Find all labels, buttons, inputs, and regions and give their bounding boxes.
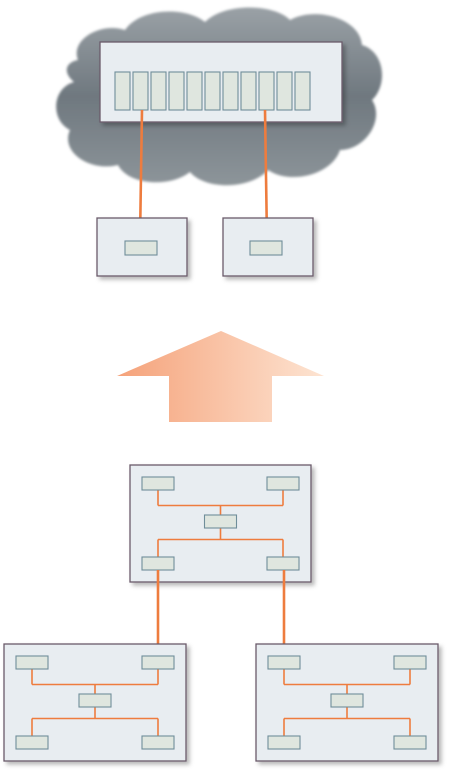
leaf-left-port <box>124 240 158 256</box>
top-switch <box>99 41 343 123</box>
tree-port <box>141 476 175 491</box>
leaf-right-port <box>249 240 283 256</box>
tree-port <box>78 693 112 708</box>
lower-left-tree-box <box>3 643 187 762</box>
top-switch-port <box>150 71 167 111</box>
top-switch-port <box>258 71 275 111</box>
up-arrow-icon <box>117 331 324 422</box>
tree-port <box>141 735 175 750</box>
top-switch-port <box>222 71 239 111</box>
tree-port <box>330 693 364 708</box>
tree-port <box>15 655 49 670</box>
top-switch-port <box>240 71 257 111</box>
tree-port <box>267 735 301 750</box>
top-switch-port <box>186 71 203 111</box>
top-switch-port <box>114 71 131 111</box>
top-switch-port <box>132 71 149 111</box>
top-switch-port <box>294 71 311 111</box>
leaf-box-left <box>96 217 188 277</box>
tree-port <box>266 476 300 491</box>
tree-port <box>141 655 175 670</box>
top-switch-ports <box>114 71 311 111</box>
tree-port <box>203 514 238 529</box>
top-switch-port <box>276 71 293 111</box>
tree-port <box>15 735 49 750</box>
leaf-box-right <box>222 217 314 277</box>
lower-right-tree-box <box>255 643 439 762</box>
tree-port <box>393 655 427 670</box>
top-switch-port <box>204 71 221 111</box>
tree-port <box>266 556 300 571</box>
tree-port <box>267 655 301 670</box>
tree-port <box>393 735 427 750</box>
tree-port <box>141 556 175 571</box>
top-switch-port <box>168 71 185 111</box>
middle-tree-box <box>129 464 312 583</box>
